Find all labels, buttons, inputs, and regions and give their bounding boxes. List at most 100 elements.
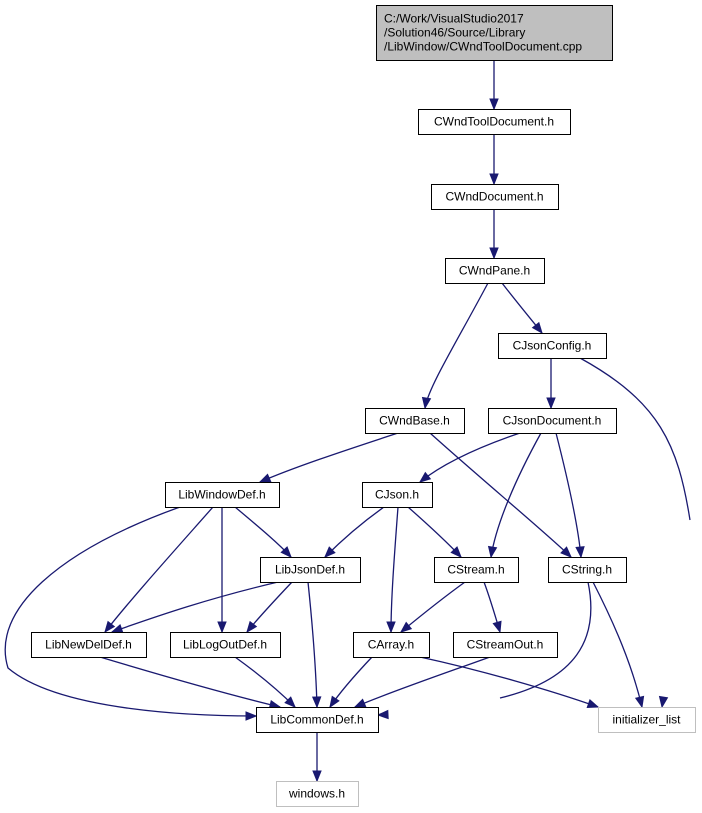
node-label: CJsonDocument.h (503, 414, 602, 428)
edge-cwndpane_h-to-cjsonconfig_h (501, 282, 543, 335)
node-cstring_h[interactable]: CString.h (548, 557, 627, 583)
edge-libjsondef_h-to-liblogoutdef_h (246, 581, 293, 634)
edge-arrowhead (450, 546, 462, 558)
node-box (165, 482, 280, 508)
edge-cjsondocument_h-to-cstring_h (555, 432, 585, 559)
edge-arrowhead (489, 98, 499, 111)
edge-cstream_h-to-cstreamout_h (483, 581, 502, 634)
nodes-layer: C:/Work/VisualStudio2017/Solution46/Sour… (31, 5, 696, 807)
edge-libwindowdef_h-to-libcommondef_h (4, 506, 258, 721)
edge-arrowhead (399, 621, 413, 633)
edge-line (259, 432, 399, 483)
edge-arrowhead (658, 695, 669, 709)
edge-cjson_h-to-cstream_h (407, 506, 462, 558)
node-root[interactable]: C:/Work/VisualStudio2017/Solution46/Sour… (376, 5, 613, 61)
edge-cjsondocument_h-to-cstream_h (487, 432, 542, 559)
edge-line (390, 506, 399, 633)
node-cwndbase_h[interactable]: CWndBase.h (365, 408, 465, 434)
edge-line (490, 432, 542, 558)
node-box (434, 557, 519, 583)
edge-line (499, 581, 592, 699)
edge-line (429, 432, 572, 558)
node-libwindowdef_h[interactable]: LibWindowDef.h (165, 482, 280, 508)
edge-libnewdeldef_h-to-libcommondef_h (99, 656, 282, 710)
node-box (418, 109, 571, 135)
node-label: initializer_list (612, 713, 681, 727)
node-libnewdeldef_h[interactable]: LibNewDelDef.h (31, 632, 147, 658)
edge-cjson_h-to-libjsondef_h (324, 506, 385, 558)
node-label: LibNewDelDef.h (45, 638, 132, 652)
node-label: CArray.h (368, 638, 414, 652)
node-initializer_list[interactable]: initializer_list (598, 707, 696, 733)
node-cwnddocument_h[interactable]: CWndDocument.h (431, 184, 559, 210)
node-label: CStreamOut.h (467, 638, 544, 652)
edge-arrowhead (324, 546, 336, 558)
edge-arrowhead (280, 546, 292, 558)
node-label: LibJsonDef.h (275, 563, 345, 577)
edge-line (4, 506, 257, 717)
node-label: C:/Work/VisualStudio2017 (384, 12, 524, 26)
node-libjsondef_h[interactable]: LibJsonDef.h (260, 557, 361, 583)
node-label: CWndToolDocument.h (434, 115, 554, 129)
node-carray_h[interactable]: CArray.h (353, 632, 430, 658)
node-label: /Solution46/Source/Library (384, 26, 525, 40)
edge-arrowhead (353, 698, 367, 708)
node-box (170, 632, 281, 658)
node-box (353, 632, 430, 658)
edge-carray_h-to-libcommondef_h (329, 656, 373, 709)
node-box (260, 557, 361, 583)
node-label: /LibWindow/CWndToolDocument.cpp (384, 40, 582, 54)
edge-cjson_h-to-carray_h (386, 506, 399, 634)
edge-arrowhead (284, 696, 296, 708)
node-label: CWndPane.h (459, 264, 530, 278)
edge-libwindowdef_h-to-libjsondef_h (234, 506, 292, 558)
edge-arrowhead (634, 695, 645, 709)
node-cjson_h[interactable]: CJson.h (362, 482, 433, 508)
edge-libjsondef_h-to-libcommondef_h (307, 581, 322, 709)
edge-arrowhead (560, 546, 572, 558)
node-windows_h[interactable]: windows.h (276, 781, 359, 807)
edge-arrowhead (421, 396, 432, 410)
edge-line (579, 357, 691, 521)
edge-arrowhead (546, 397, 556, 410)
edge-arrowhead (489, 173, 499, 186)
node-cwndpane_h[interactable]: CWndPane.h (445, 258, 545, 284)
node-label: CWndBase.h (379, 414, 450, 428)
node-label: CJson.h (375, 488, 419, 502)
edge-arrowhead (386, 621, 396, 634)
edge-line (111, 581, 279, 633)
edge-cjsonconfig_h-to-initializer_list (579, 357, 691, 709)
node-liblogoutdef_h[interactable]: LibLogOutDef.h (170, 632, 281, 658)
node-box (488, 408, 617, 434)
node-label: windows.h (288, 787, 345, 801)
node-label: CString.h (562, 563, 612, 577)
node-cstreamout_h[interactable]: CStreamOut.h (453, 632, 558, 658)
node-cjsonconfig_h[interactable]: CJsonConfig.h (498, 333, 607, 359)
node-box (598, 707, 696, 733)
edge-arrowhead (575, 546, 585, 559)
node-cstream_h[interactable]: CStream.h (434, 557, 519, 583)
edge-cwndbase_h-to-libwindowdef_h (258, 432, 399, 483)
node-cwndtooldocument_h[interactable]: CWndToolDocument.h (418, 109, 571, 135)
node-label: CJsonConfig.h (513, 339, 592, 353)
edge-arrowhead (376, 709, 389, 720)
edge-cstring_h-to-initializer_list (592, 581, 645, 709)
edge-line (354, 656, 491, 708)
edge-cwndbase_h-to-cstring_h (429, 432, 572, 558)
node-box (276, 781, 359, 807)
edge-arrowhead (487, 545, 498, 559)
edge-root-to-cwndtooldocument_h (489, 60, 499, 111)
edge-line (592, 581, 643, 708)
edge-line (104, 506, 214, 633)
edge-arrowhead (217, 621, 227, 634)
node-label: LibWindowDef.h (178, 488, 265, 502)
edge-line (99, 656, 281, 708)
node-libcommondef_h[interactable]: LibCommonDef.h (256, 707, 379, 733)
edge-line (555, 432, 582, 558)
edge-arrowhead (312, 770, 322, 783)
node-cjsondocument_h[interactable]: CJsonDocument.h (488, 408, 617, 434)
edge-arrowhead (418, 471, 432, 483)
edge-cjsonconfig_h-to-cjsondocument_h (546, 358, 556, 410)
node-box (31, 632, 147, 658)
